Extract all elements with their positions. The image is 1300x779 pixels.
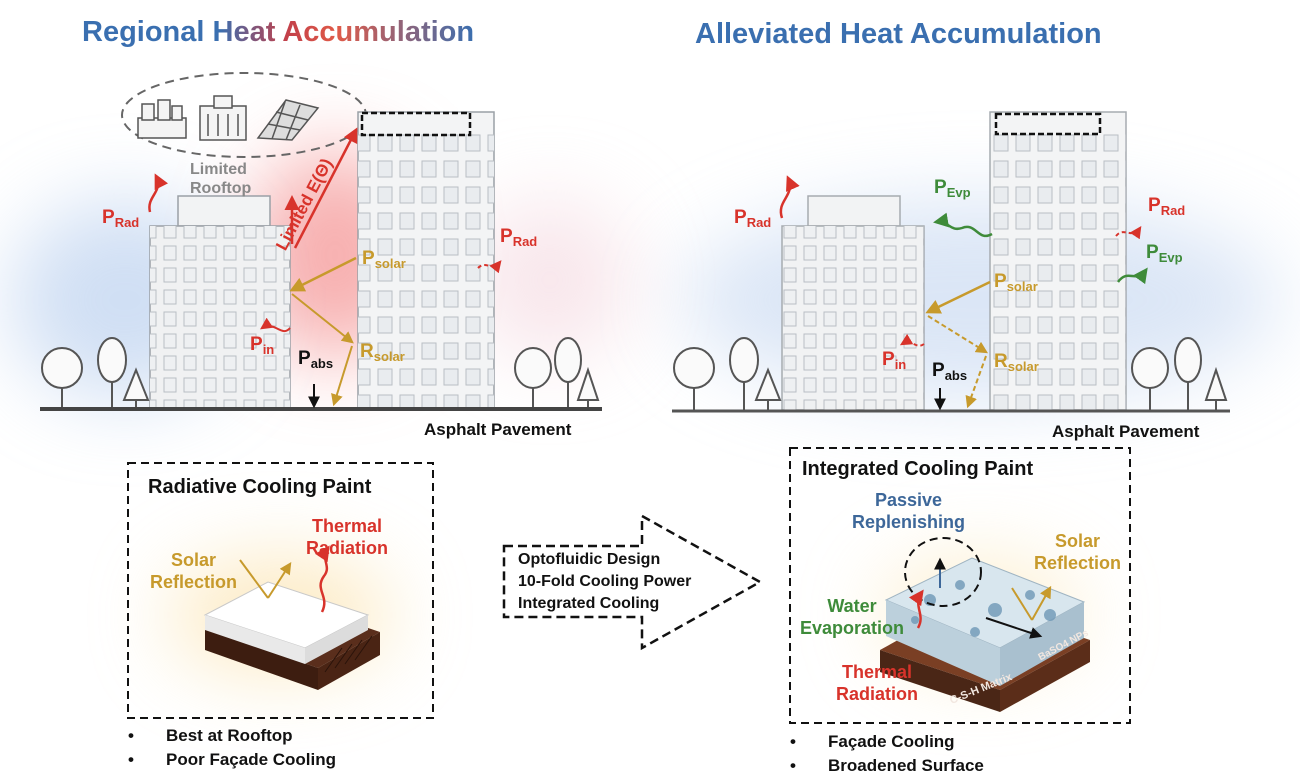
- arrow-line-1: Optofluidic Design: [518, 551, 661, 568]
- np-pointer-arrow: [985, 617, 1043, 639]
- right-box-frame: [789, 447, 1131, 724]
- r-solar-label: Rsolar: [360, 341, 405, 364]
- p-rad-arrow-right-panel-left: [779, 175, 800, 219]
- right-bullet-1: •Façade Cooling: [790, 732, 955, 751]
- trees-left: [41, 337, 600, 408]
- r-solar-arrow: [291, 293, 354, 344]
- right-box-bullets: •Façade Cooling •Broadened Surface: [790, 730, 984, 778]
- integrated-paint-slab: [880, 557, 1090, 712]
- transition-arrow: [502, 513, 763, 651]
- r-solar-arrow-right-panel: [927, 315, 989, 354]
- warm-glow-right: [470, 200, 630, 360]
- tall-building-right: [989, 111, 1127, 411]
- radiative-paint-slab: [203, 581, 380, 690]
- p-solar-arrow-right-panel: [925, 280, 991, 314]
- solar-out-arrow-left-box: [267, 561, 292, 599]
- left-box-bullets: •Best at Rooftop •Poor Façade Cooling: [128, 724, 336, 772]
- p-evp-arrow-right: [1116, 267, 1148, 285]
- thermal-arrow-right-box: [908, 589, 924, 629]
- p-rad-right-label-right-panel: PRad: [1148, 195, 1186, 218]
- right-panel-title: Alleviated Heat Accumulation: [695, 18, 1102, 50]
- p-abs-label: Pabs: [298, 348, 334, 371]
- p-in-arrow: [260, 317, 291, 333]
- solar-out-arrow-right-box: [1031, 585, 1052, 621]
- r-solar-label-right-panel: Rsolar: [994, 351, 1039, 374]
- asphalt-pavement-label-right: Asphalt Pavement: [1052, 422, 1200, 441]
- thermal-arrow-left-box: [315, 545, 330, 613]
- trees-right: [673, 337, 1228, 410]
- replenishing-ellipse: [904, 537, 982, 607]
- left-panel-title: Regional Heat Accumulation: [82, 16, 475, 48]
- right-bullet-2: •Broadened Surface: [790, 756, 984, 775]
- p-in-arrow-right-panel: [899, 333, 925, 347]
- arrow-line-3: Integrated Cooling: [518, 595, 660, 612]
- tall-building-left: [357, 111, 495, 409]
- r-solar-down-arrow: [331, 345, 353, 407]
- p-evp-arrow-top: [933, 212, 993, 238]
- p-in-label: Pin: [250, 334, 275, 357]
- p-rad-arrow-right: [477, 260, 502, 274]
- p-abs-label-right-panel: Pabs: [932, 360, 968, 383]
- p-rad-left-label: PRad: [102, 207, 140, 230]
- rooftop-tanks-icon: [137, 99, 187, 139]
- right-box-title: Integrated Cooling Paint: [802, 458, 1034, 480]
- transition-arrow-text: Optofluidic Design 10-Fold Cooling Power…: [518, 549, 691, 615]
- asphalt-pavement-label-left: Asphalt Pavement: [424, 420, 572, 439]
- left-box-title: Radiative Cooling Paint: [148, 476, 372, 498]
- left-bullet-2: •Poor Façade Cooling: [128, 750, 337, 769]
- limited-rooftop-label: Limited Rooftop: [190, 160, 251, 198]
- p-solar-label-right-panel: Psolar: [994, 271, 1038, 294]
- p-evp-right-label: PEvp: [1146, 242, 1183, 265]
- p-rad-arrow-left: [148, 173, 169, 213]
- p-rad-arrow-right-panel-right: [1115, 226, 1142, 240]
- limited-e-arrow: [293, 127, 358, 249]
- p-solar-arrow-left: [289, 256, 357, 292]
- rooftop-building-icon: [199, 95, 247, 141]
- limited-rooftop-line1: Limited: [190, 161, 247, 178]
- left-bullet-1: •Best at Rooftop: [128, 726, 293, 745]
- arrow-line-2: 10-Fold Cooling Power: [518, 573, 692, 590]
- solar-in-arrow-right-box: [1011, 587, 1033, 621]
- limited-rooftop-line2: Rooftop: [190, 180, 252, 197]
- rooftop-solar-panel-icon: [256, 99, 320, 141]
- p-solar-label: Psolar: [362, 248, 406, 271]
- solar-in-arrow-left-box: [239, 559, 269, 599]
- p-rad-left-label-right-panel: PRad: [734, 207, 772, 230]
- p-in-label-right-panel: Pin: [882, 349, 907, 372]
- small-building-right: [781, 195, 925, 411]
- r-solar-down-arrow-right-panel: [965, 355, 987, 409]
- left-box-frame: [127, 462, 434, 719]
- p-rad-right-label: PRad: [500, 226, 538, 249]
- p-evp-top-label: PEvp: [934, 177, 971, 200]
- small-building-left: [149, 195, 291, 409]
